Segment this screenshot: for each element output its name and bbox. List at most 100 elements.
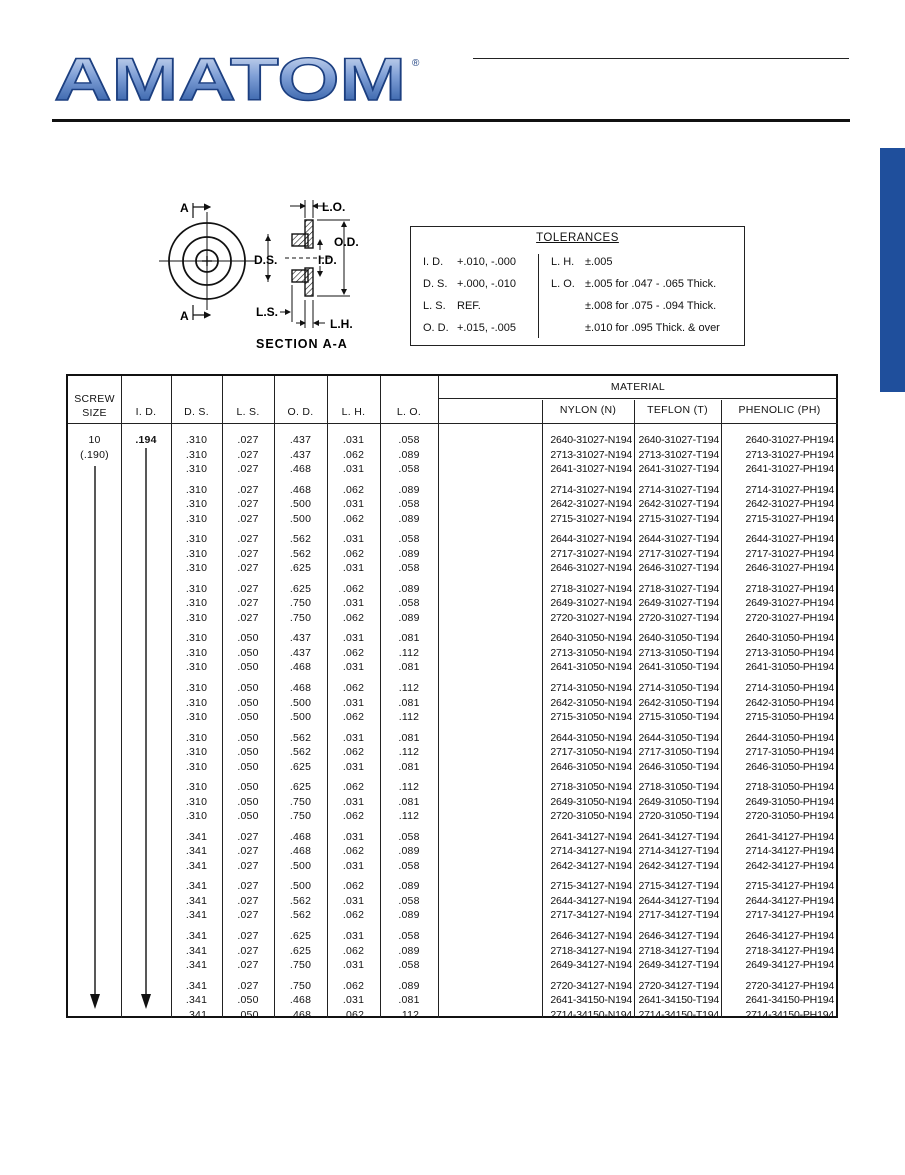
- cell-teflon: 2646-34127-T194: [638, 930, 720, 942]
- label-ls: L.S.: [256, 305, 278, 319]
- cell-phenolic: 2644-34127-PH194: [745, 894, 835, 907]
- part-number-table: SCREW SIZE I. D. D. S. L. S. O. D. L. H.…: [66, 374, 838, 1021]
- cell-phenolic: 2714-31027-PH194: [745, 483, 835, 496]
- cell-teflon: 2641-31027-T194: [638, 463, 720, 475]
- cell-teflon: 2640-31027-T194: [638, 434, 720, 446]
- cell-teflon: 2718-34127-T194: [638, 944, 720, 957]
- tolerance-value: ±.010 for .095 Thick. & over: [585, 322, 720, 334]
- cell-nylon: 2642-31027-N194: [550, 498, 632, 511]
- cell-lo: .089: [398, 944, 420, 957]
- cell-lh: .062: [342, 1008, 365, 1021]
- tolerance-value: ±.008 for .075 - .094 Thick.: [585, 300, 717, 312]
- cell-teflon: 2640-31050-T194: [638, 632, 720, 645]
- cell-nylon: 2715-31027-N194: [550, 512, 632, 525]
- cell-lh: .062: [342, 582, 365, 595]
- cell-lh: .062: [342, 611, 365, 624]
- cell-phenolic: 2646-31027-PH194: [745, 562, 835, 575]
- cell-nylon: 2641-34127-N194: [550, 830, 632, 843]
- tolerance-value: +.000, -.010: [457, 278, 517, 290]
- cell-lo: .058: [398, 894, 420, 907]
- cell-od: .437: [289, 448, 312, 461]
- tolerance-row: D. S.+.000, -.010: [423, 278, 516, 290]
- cell-od: .562: [289, 894, 312, 907]
- cell-ds: .341: [185, 880, 208, 893]
- cell-od: .625: [289, 944, 312, 957]
- cell-ls: .050: [237, 1008, 259, 1021]
- header-phenolic: PHENOLIC (PH): [738, 404, 821, 416]
- registered-mark: ®: [412, 58, 420, 69]
- section-label: SECTION A-A: [256, 337, 348, 351]
- cell-lh: .031: [342, 894, 365, 907]
- cell-lh: .062: [342, 880, 365, 893]
- cell-ds: .310: [185, 533, 208, 546]
- cell-nylon: 2642-34127-N194: [550, 859, 632, 872]
- cell-ls: .050: [237, 746, 259, 759]
- cell-ds: .310: [185, 646, 208, 659]
- cell-ls: .027: [237, 498, 259, 511]
- cell-ds: .310: [185, 696, 208, 709]
- cell-lo: .058: [398, 434, 420, 446]
- cell-teflon: 2646-31050-T194: [638, 760, 720, 773]
- cell-lh: .031: [342, 696, 365, 709]
- cell-nylon: 2717-34127-N194: [550, 909, 632, 922]
- cell-lh: .031: [342, 959, 365, 971]
- cell-od: .437: [289, 632, 312, 645]
- col-divider: [438, 376, 439, 1018]
- tolerance-label: I. D.: [423, 256, 444, 268]
- cell-ls: .050: [237, 795, 259, 808]
- cell-od: .562: [289, 731, 312, 744]
- cell-ls: .027: [237, 512, 259, 525]
- cell-teflon: 2644-31027-T194: [638, 533, 720, 546]
- cell-ls: .027: [237, 944, 259, 957]
- cell-nylon: 2713-31027-N194: [550, 448, 632, 461]
- cell-od: .625: [289, 781, 312, 794]
- cell-lo: .089: [398, 483, 420, 496]
- cell-phenolic: 2718-31050-PH194: [745, 781, 835, 794]
- side-section-tab: [880, 148, 905, 392]
- cell-ds: .341: [185, 959, 208, 971]
- cell-lh: .031: [342, 533, 365, 546]
- cell-od: .750: [289, 611, 312, 624]
- cell-od: .562: [289, 547, 312, 560]
- cell-phenolic: 2718-31027-PH194: [745, 582, 835, 595]
- label-lo: L.O.: [322, 200, 345, 214]
- cell-ds: .310: [185, 781, 208, 794]
- cell-teflon: 2713-31027-T194: [638, 448, 720, 461]
- cell-lo: .081: [398, 795, 420, 808]
- cell-od: .625: [289, 562, 312, 575]
- cell-ds: .310: [185, 746, 208, 759]
- cell-lo: .112: [398, 746, 420, 759]
- cell-teflon: 2641-34150-T194: [638, 994, 720, 1007]
- cell-ds: .310: [185, 512, 208, 525]
- cell-teflon: 2642-31050-T194: [638, 696, 720, 709]
- cell-ls: .050: [237, 810, 259, 823]
- cell-teflon: 2717-31050-T194: [638, 746, 720, 759]
- tolerances-divider: [538, 254, 539, 338]
- cell-lo: .058: [398, 597, 420, 610]
- cell-teflon: 2715-34127-T194: [638, 880, 720, 893]
- cell-teflon: 2714-34127-T194: [638, 845, 720, 858]
- cell-phenolic: 2720-31027-PH194: [745, 611, 835, 624]
- cell-ds: .310: [185, 498, 208, 511]
- cell-lo: .112: [398, 682, 420, 694]
- cell-ls: .027: [237, 894, 259, 907]
- cell-phenolic: 2644-31050-PH194: [745, 731, 835, 744]
- cell-od: .562: [289, 533, 312, 546]
- cell-teflon: 2717-31027-T194: [638, 547, 720, 560]
- cell-ls: .027: [237, 533, 259, 546]
- cell-phenolic: 2717-31027-PH194: [745, 547, 835, 560]
- cell-phenolic: 2720-34127-PH194: [745, 979, 835, 992]
- cell-lh: .031: [342, 859, 365, 872]
- cell-ds: .310: [185, 810, 208, 823]
